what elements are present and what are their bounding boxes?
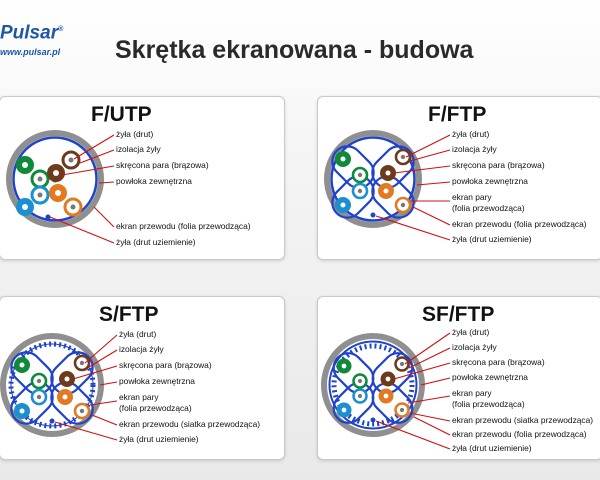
diagram-sf-ftp: SF/FTP żyła (drut) izolacja żyły skręco [321,303,593,453]
cable-cross-section [324,130,422,228]
panel-s-ftp: S/FTP żyła (drut) izolacja żyły skręcona… [0,296,285,460]
pointer-lines [54,334,118,441]
label-ekran-pary-folia: (folia przewodząca) [119,403,192,413]
label-ekran-siatka: ekran przewodu (siatka przewodząca) [119,419,260,429]
cable-cross-section [6,130,104,228]
label-ekran-folia: ekran przewodu (folia przewodząca) [116,221,251,231]
label-skrecona-para: skręcona para (brązowa) [452,357,545,367]
label-zyla-uziemienie: żyła (drut uziemienie) [116,237,196,247]
diagram-s-ftp: S/FTP żyła (drut) izolacja żyły skręcona… [0,303,260,444]
logo-url: www.pulsar.pl [0,47,61,58]
label-zyla: żyła (drut) [452,129,489,139]
label-zyla: żyła (drut) [452,327,489,337]
cable-cross-section [321,333,425,437]
logo: Pulsar® www.pulsar.pl [0,20,80,58]
label-izolacja: izolacja żyły [452,144,497,154]
cable-cross-section [0,333,104,437]
panel-title: F/UTP [91,103,152,126]
label-ekran-pary-folia: (folia przewodząca) [452,399,525,409]
label-izolacja: izolacja żyły [452,342,497,352]
label-izolacja: izolacja żyły [119,344,164,354]
diagram-f-utp: F/UTP żyła (drut) izolacja żyły skręcona… [6,103,251,247]
label-skrecona-para: skręcona para (brązowa) [116,160,209,170]
label-ekran-siatka: ekran przewodu (siatka przewodząca) [452,415,593,425]
page-title: Skrętka ekranowana - budowa [115,36,474,64]
label-zyla-uziemienie: żyła (drut uziemienie) [452,234,532,244]
label-zyla-uziemienie: żyła (drut uziemienie) [119,434,199,444]
label-powloka: powłoka zewnętrzna [452,372,528,382]
label-zyla: żyła (drut) [116,129,153,139]
label-ekran-folia: ekran przewodu (folia przewodząca) [452,429,587,439]
label-powloka: powłoka zewnętrzna [452,176,528,186]
pointer-lines [375,134,451,241]
label-izolacja: izolacja żyły [116,144,161,154]
label-skrecona-para: skręcona para (brązowa) [452,160,545,170]
panel-title: F/FTP [428,103,486,126]
label-powloka: powłoka zewnętrzna [119,376,195,386]
label-ekran-folia: ekran przewodu (folia przewodząca) [452,219,587,229]
label-powloka: powłoka zewnętrzna [116,176,192,186]
panel-sf-ftp: SF/FTP żyła (drut) izolacja żyły skręco [317,296,600,460]
pointer-lines [49,134,115,244]
label-ekran-pary: ekran pary [119,392,159,402]
pointer-lines [375,332,451,450]
label-zyla: żyła (drut) [119,329,156,339]
label-skrecona-para: skręcona para (brązowa) [119,360,212,370]
logo-name: Pulsar [0,22,59,44]
label-zyla-uziemienie: żyła (drut uziemienie) [452,443,532,453]
label-ekran-pary: ekran pary [452,192,492,202]
panel-title: SF/FTP [422,303,494,326]
diagram-f-ftp: F/FTP żyła (drut) izolacja żyły skręcona… [324,103,587,244]
label-ekran-pary-folia: (folia przewodząca) [452,203,525,213]
label-ekran-pary: ekran pary [452,388,492,398]
panel-f-utp: F/UTP żyła (drut) izolacja żyły skręcona… [0,96,285,260]
panel-f-ftp: F/FTP żyła (drut) izolacja żyły skręcona… [317,96,600,260]
panel-title: S/FTP [99,303,159,326]
